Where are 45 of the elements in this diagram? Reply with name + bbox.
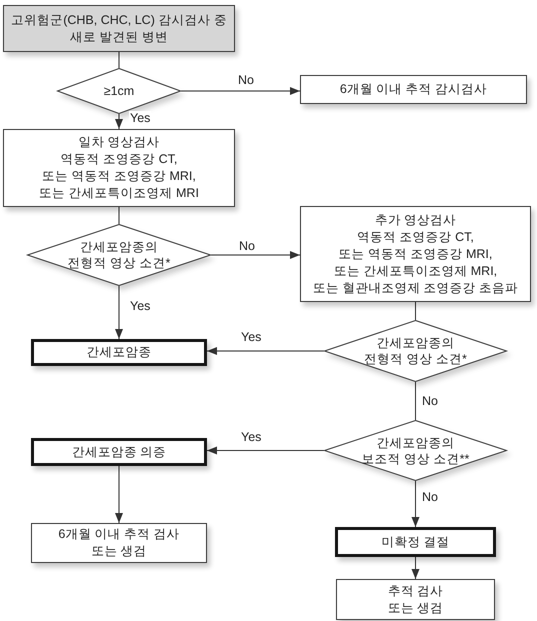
connector-line [118, 52, 120, 68]
connector-line [118, 206, 120, 224]
edge-label: Yes [129, 299, 152, 313]
step-text: 간세포암종 [86, 344, 152, 361]
result-box [31, 438, 207, 466]
process-box [336, 579, 495, 620]
process-box [31, 523, 207, 563]
arrow [210, 251, 300, 259]
arrow [412, 480, 420, 528]
result-box [31, 339, 207, 366]
process-box [300, 75, 527, 104]
process-box [3, 129, 235, 207]
edge-label: No [237, 73, 255, 87]
step-text: 미확정 결절 [381, 534, 450, 550]
arrow [115, 466, 123, 524]
decision-text: 간세포암종의 보조적 영상 소견** [362, 434, 470, 466]
arrow [115, 114, 123, 130]
step-text: 고위험군(CHB, CHC, LC) 감시검사 중 새로 발견된 병변 [11, 12, 227, 46]
step-text: 6개월 이내 추적 검사 또는 생검 [58, 526, 180, 560]
edge-label: No [421, 394, 439, 408]
step-text: 역동적 조영증강 CT, 또는 역동적 조영증강 MRI, 또는 간세포특이조영제 MRI, 또는 혈관내조영제 조영증강 초음파 [312, 228, 518, 296]
process-box [300, 206, 531, 302]
arrow [412, 556, 420, 580]
connector-line [415, 382, 416, 420]
step-text: 역동적 조영증강 CT, 또는 역동적 조영증강 MRI, 또는 간세포특이조영제 MRI [39, 151, 199, 202]
arrow [180, 87, 300, 95]
edge-label: No [421, 490, 439, 504]
result-box [335, 527, 496, 557]
edge-label: No [238, 239, 256, 253]
edge-label: Yes [240, 330, 262, 344]
connector-line [415, 302, 416, 320]
edge-label: Yes [129, 111, 152, 125]
decision-text: ≥1cm [104, 83, 134, 99]
edge-label: Yes [240, 430, 262, 444]
step-heading: 추가 영상검사 [374, 212, 456, 228]
step-text: 추적 검사 또는 생검 [388, 582, 444, 616]
step-text: 간세포암종 의증 [72, 444, 166, 460]
arrow [115, 286, 123, 340]
decision-text: 간세포암종의 전형적 영상 소견* [68, 239, 170, 271]
step-text: 6개월 이내 추적 감시검사 [340, 81, 488, 98]
arrow [206, 446, 324, 454]
decision-text: 간세포암종의 전형적 영상 소견* [364, 335, 467, 367]
start-box [3, 5, 235, 52]
step-heading: 일차 영상검사 [78, 134, 160, 151]
arrow [206, 347, 324, 355]
